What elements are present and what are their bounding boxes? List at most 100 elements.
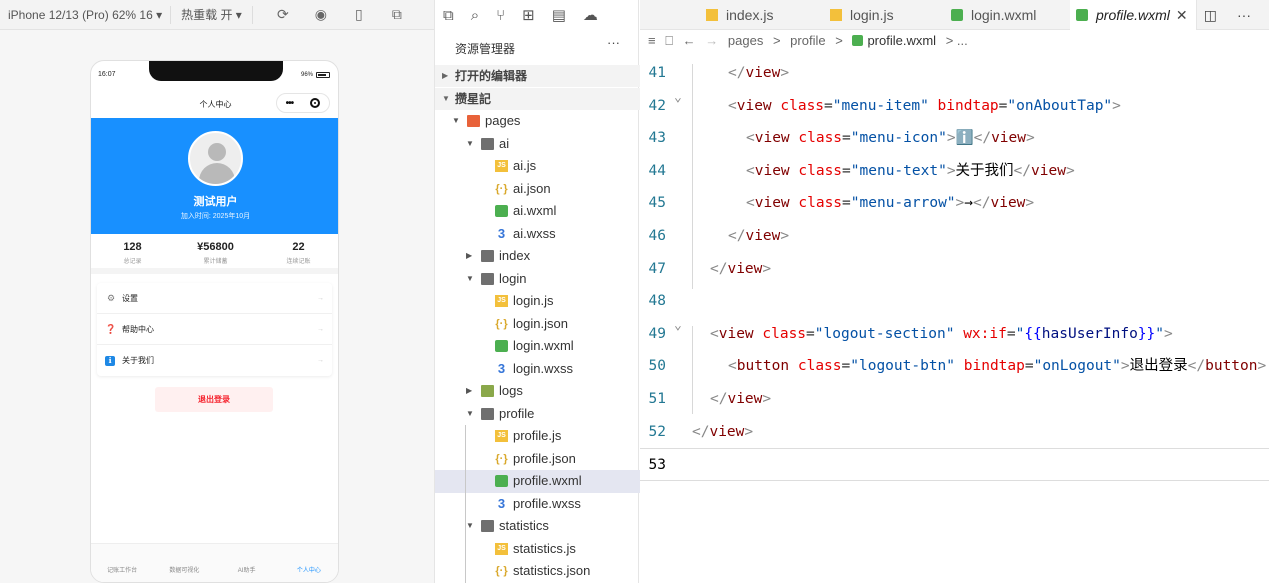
breadcrumb-profile[interactable]: profile bbox=[790, 33, 826, 48]
tree-item[interactable]: profile.wxml bbox=[435, 470, 640, 493]
code-line[interactable]: 43<view class="menu-icon">ℹ️</view> bbox=[640, 122, 1269, 155]
chevron-right-icon[interactable]: ▶ bbox=[466, 251, 473, 260]
code-line[interactable]: 50<button class="logout-btn" bindtap="on… bbox=[640, 350, 1269, 383]
editor-tab[interactable]: login.js bbox=[824, 0, 902, 30]
more-icon[interactable]: ••• bbox=[285, 97, 294, 109]
tab-bar: 记账工作台 数据可视化 AI助手 个人中心 bbox=[91, 543, 338, 582]
menu-item-settings[interactable]: ⚙ 设置 → bbox=[97, 283, 332, 314]
chevron-down-icon[interactable]: ▼ bbox=[466, 408, 474, 418]
chevron-down-icon: ▼ bbox=[442, 94, 450, 103]
chevron-down-icon[interactable]: ▼ bbox=[466, 521, 474, 530]
capsule-menu[interactable]: ••• bbox=[276, 93, 330, 113]
device-selector[interactable]: iPhone 12/13 (Pro) 62% 16 ▾ bbox=[0, 5, 172, 24]
tree-item[interactable]: login.wxml bbox=[435, 335, 640, 358]
breadcrumb-file[interactable]: profile.wxml bbox=[867, 33, 937, 48]
hot-reload-toggle[interactable]: 热重载 开 ▾ bbox=[171, 5, 253, 24]
tree-item[interactable]: ai.wxml bbox=[435, 200, 640, 223]
preview-icon[interactable]: ▤ bbox=[551, 7, 566, 24]
breadcrumb-separator: > bbox=[772, 33, 781, 48]
tree-item-label: ai.wxml bbox=[513, 203, 557, 218]
back-icon[interactable]: ← bbox=[682, 33, 696, 48]
project-section[interactable]: ▼ 攒星記 bbox=[435, 88, 640, 110]
phone-icon[interactable]: ▯ bbox=[354, 6, 363, 22]
editor-tab[interactable]: index.js bbox=[700, 0, 781, 30]
tree-item[interactable]: ▼pages bbox=[435, 110, 640, 133]
code-lines[interactable]: 41</view>42⌄<view class="menu-item" bind… bbox=[640, 57, 1269, 481]
record-icon[interactable]: ◉ bbox=[314, 6, 327, 22]
code-line[interactable]: 41</view> bbox=[640, 57, 1269, 90]
tab-ai-assistant[interactable]: AI助手 bbox=[237, 568, 256, 574]
logout-button[interactable]: 退出登录 bbox=[155, 387, 273, 412]
tree-item[interactable]: ▼statistics bbox=[435, 515, 640, 538]
tree-item-label: login.wxss bbox=[513, 360, 573, 376]
chevron-right-icon[interactable]: ▶ bbox=[466, 386, 473, 395]
search-icon[interactable]: ⌕ bbox=[470, 6, 480, 24]
cloud-icon[interactable]: ☁ bbox=[582, 7, 598, 24]
code-line[interactable]: 52</view> bbox=[640, 416, 1269, 449]
page-title: 个人中心 bbox=[199, 100, 232, 109]
rotate-icon[interactable]: ⟳ bbox=[276, 6, 289, 22]
breadcrumb-pages[interactable]: pages bbox=[727, 33, 764, 48]
open-editors-section[interactable]: ▶ 打开的编辑器 bbox=[435, 65, 640, 87]
tree-item[interactable]: ▼login bbox=[435, 268, 640, 291]
tree-item[interactable]: ▼ai bbox=[435, 133, 640, 156]
tree-item[interactable]: {·}profile.json bbox=[435, 448, 640, 471]
more-actions-icon[interactable]: ··· bbox=[607, 35, 620, 50]
files-icon[interactable]: ⧉ bbox=[443, 6, 454, 24]
chevron-down-icon[interactable]: ▼ bbox=[466, 273, 474, 283]
code-line[interactable]: 49⌄<view class="logout-section" wx:if="{… bbox=[640, 318, 1269, 351]
bookmark-icon[interactable]: ⎕ bbox=[665, 33, 674, 48]
code-line[interactable]: 42⌄<view class="menu-item" bindtap="onAb… bbox=[640, 90, 1269, 123]
chevron-down-icon[interactable]: ▼ bbox=[466, 138, 474, 148]
tree-item[interactable]: {·}login.json bbox=[435, 313, 640, 336]
tree-item[interactable]: ▶index bbox=[435, 245, 640, 268]
menu-item-about[interactable]: ℹ 关于我们 → bbox=[97, 345, 332, 376]
indent-guide bbox=[692, 64, 693, 289]
fold-chevron-icon[interactable]: ⌄ bbox=[674, 89, 682, 105]
explorer-panel: ⧉ ⌕ ⑂ ⊞ ▤ ☁ 资源管理器 ··· ▶ 打开的编辑器 ▼ 攒星記 ▼pa… bbox=[434, 0, 640, 583]
source-control-icon[interactable]: ⑂ bbox=[496, 6, 506, 24]
tree-item[interactable]: ▼profile bbox=[435, 403, 640, 426]
code-line[interactable]: 47</view> bbox=[640, 253, 1269, 286]
split-editor-icon[interactable]: ◫ bbox=[1203, 7, 1217, 23]
outline-icon[interactable]: ≡ bbox=[648, 33, 656, 48]
chevron-down-icon[interactable]: ▼ bbox=[452, 116, 460, 125]
close-icon[interactable]: ✕ bbox=[1175, 7, 1188, 23]
extensions-icon[interactable]: ⊞ bbox=[522, 7, 535, 24]
window-icon[interactable]: ⧉ bbox=[391, 6, 402, 22]
code-line[interactable]: 45<view class="menu-arrow">→</view> bbox=[640, 187, 1269, 220]
tab-workbench[interactable]: 记账工作台 bbox=[107, 568, 138, 574]
code-line[interactable]: 51</view> bbox=[640, 383, 1269, 416]
code-line[interactable]: 48 bbox=[640, 285, 1269, 318]
avatar[interactable] bbox=[188, 131, 243, 186]
breadcrumb-more[interactable]: > ... bbox=[945, 33, 968, 48]
fold-chevron-icon[interactable]: ⌄ bbox=[674, 317, 682, 333]
code-line[interactable]: 44<view class="menu-text">关于我们</view> bbox=[640, 155, 1269, 188]
editor-tab-label: profile.wxml bbox=[1096, 7, 1170, 23]
close-miniprogram-icon[interactable] bbox=[310, 98, 321, 108]
menu-item-help[interactable]: ❓ 帮助中心 → bbox=[97, 314, 332, 345]
code-line[interactable]: 53 bbox=[640, 448, 1269, 481]
tab-visualization[interactable]: 数据可视化 bbox=[169, 568, 200, 574]
line-number: 44 bbox=[648, 162, 666, 179]
more-icon[interactable]: ··· bbox=[1237, 7, 1251, 23]
line-number: 43 bbox=[648, 130, 666, 147]
tree-item[interactable]: ▶logs bbox=[435, 380, 640, 403]
tree-item-label: profile.json bbox=[513, 450, 576, 466]
editor-tab[interactable]: login.wxml bbox=[945, 0, 1044, 30]
forward-icon[interactable]: → bbox=[705, 33, 719, 48]
folder-icon bbox=[481, 137, 494, 150]
editor-tab[interactable]: profile.wxml ✕ bbox=[1070, 0, 1197, 30]
activity-toolbar: ⧉ ⌕ ⑂ ⊞ ▤ ☁ bbox=[435, 0, 640, 30]
tree-item[interactable]: {·}ai.json bbox=[435, 178, 640, 201]
tab-profile[interactable]: 个人中心 bbox=[296, 568, 321, 574]
code-line[interactable]: 46</view> bbox=[640, 220, 1269, 253]
tree-item[interactable]: {·}statistics.json bbox=[435, 560, 640, 583]
